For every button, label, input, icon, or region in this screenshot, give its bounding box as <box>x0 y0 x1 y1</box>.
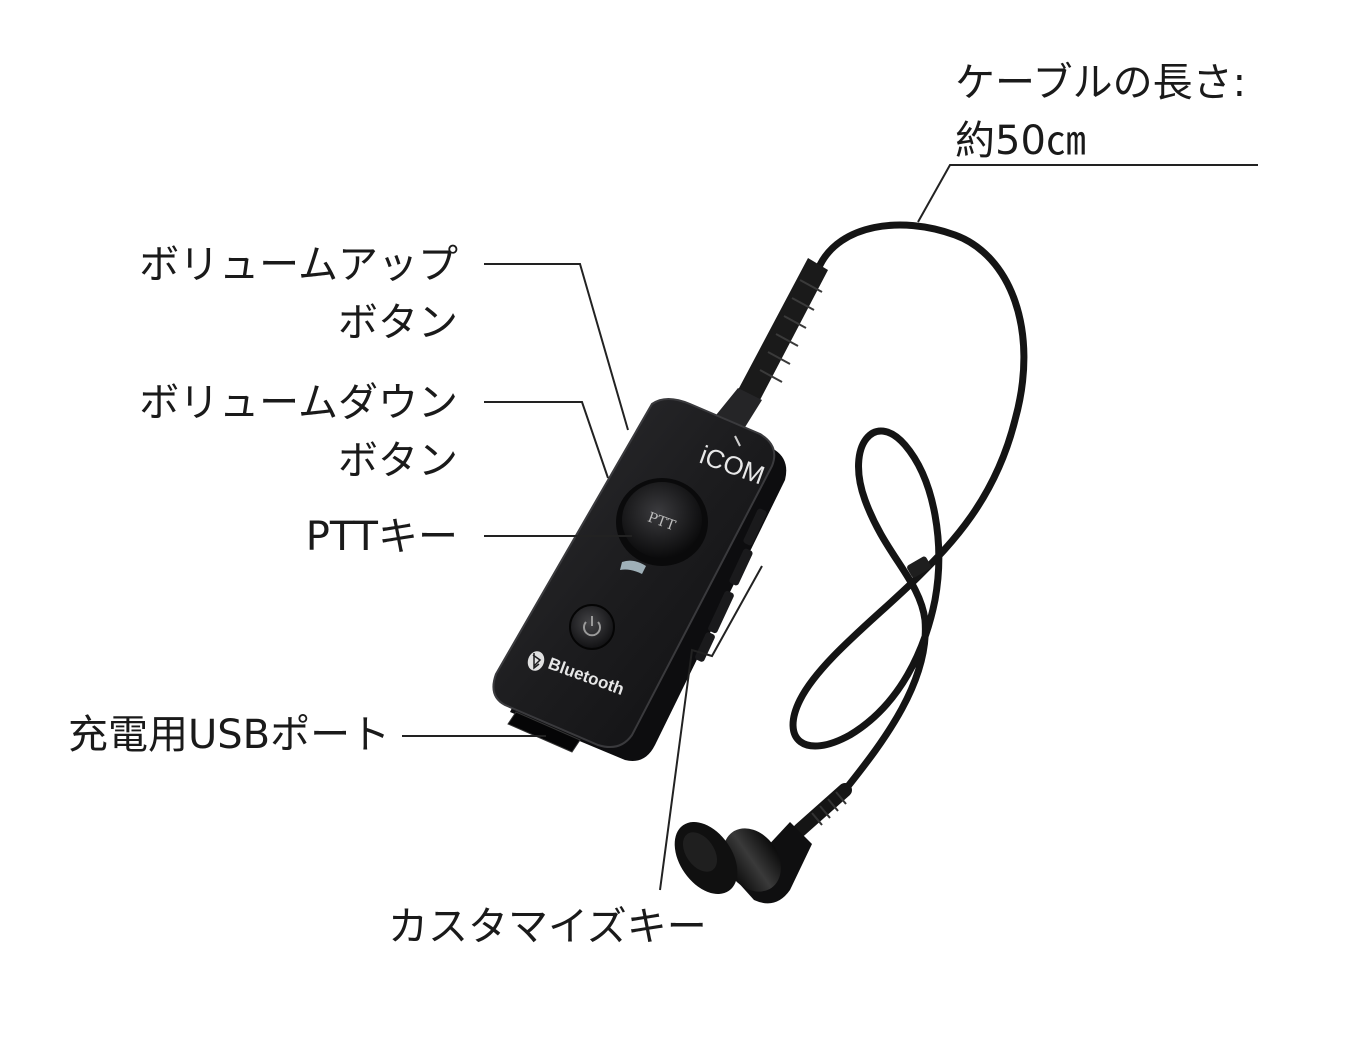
earphone <box>674 783 852 904</box>
leader-volume-down <box>484 401 609 479</box>
mic-hole <box>734 435 741 447</box>
cable-clip <box>907 556 931 578</box>
label-ptt-key: PTTキー <box>305 514 458 560</box>
strain-relief <box>712 258 828 432</box>
label-volume-up: ボリュームアップ ボタン <box>139 242 458 346</box>
volume-down-button[interactable] <box>728 548 753 587</box>
bluetooth-icon <box>532 653 542 670</box>
usb-port[interactable] <box>507 711 581 753</box>
leader-lines <box>402 164 1258 891</box>
earphone-cable <box>789 221 1028 794</box>
label-usb-port: 充電用USBポート <box>68 712 391 758</box>
label-volume-down: ボリュームダウン ボタン <box>139 380 458 484</box>
power-icon <box>583 616 601 637</box>
label-cable-length: ケーブルの長さ: 約50㎝ <box>955 60 1247 164</box>
device-body <box>492 398 787 761</box>
ptt-button[interactable]: PTT <box>616 478 708 566</box>
power-button[interactable] <box>569 604 615 650</box>
leader-custom-key <box>659 565 763 891</box>
volume-up-button[interactable] <box>742 508 767 547</box>
leader-volume-up <box>484 263 629 431</box>
leader-cable-length <box>917 164 1258 223</box>
label-custom-key: カスタマイズキー <box>388 904 707 950</box>
custom-key-side[interactable] <box>707 590 735 634</box>
status-led <box>620 560 646 574</box>
